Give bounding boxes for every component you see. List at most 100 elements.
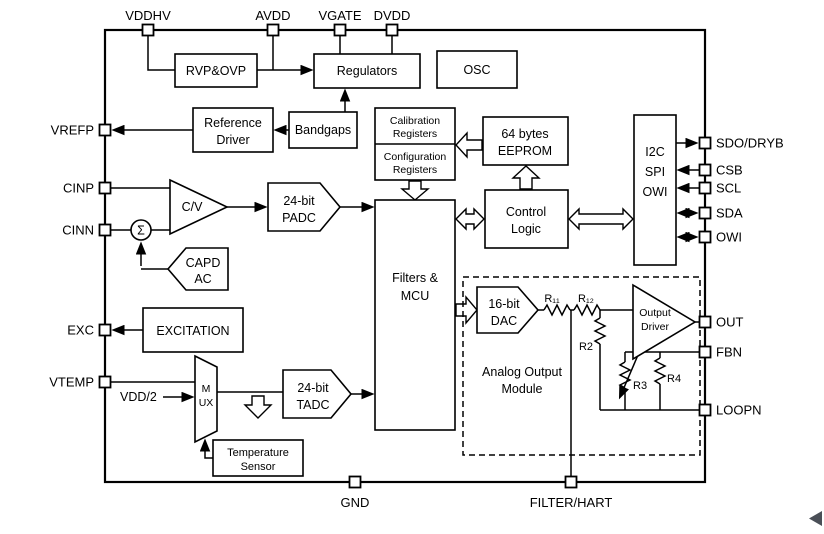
resistor-r3 xyxy=(618,361,632,389)
mux-label-2: UX xyxy=(199,397,214,409)
blocks: RVP&OVP Regulators OSC Reference Driver … xyxy=(120,50,697,477)
pin-label-vrefp: VREFP xyxy=(51,123,94,138)
pin-label-fbn: FBN xyxy=(716,345,742,360)
pin-loopn xyxy=(698,403,712,417)
resistors xyxy=(543,303,667,389)
resistor-r2 xyxy=(593,317,607,345)
bus-arrow-control-to-eeprom xyxy=(511,165,541,190)
resistor-r2-label: R2 xyxy=(579,341,593,353)
configuration-registers-label-1: Configuration xyxy=(384,151,447,163)
analog-output-module-box xyxy=(462,276,701,456)
pin-label-avdd: AVDD xyxy=(255,8,290,23)
resistor-r11 xyxy=(543,303,571,317)
bus-arrow-eeprom-to-registers xyxy=(455,131,483,159)
interface-block xyxy=(633,114,677,266)
output-driver-block xyxy=(632,283,697,361)
cv-amp-label: C/V xyxy=(182,200,204,214)
pin-sda xyxy=(698,206,712,220)
bandgaps-label: Bandgaps xyxy=(295,123,351,137)
pin-label-cinn: CINN xyxy=(62,223,94,238)
pin-out xyxy=(698,315,712,329)
padc-label-2: PADC xyxy=(282,211,316,225)
calibration-registers-label-1: Calibration xyxy=(390,115,440,127)
pin-label-cinp: CINP xyxy=(63,181,94,196)
regulators-block xyxy=(313,53,421,89)
pin-label-out: OUT xyxy=(716,315,744,330)
pin-label-loopn: LOOPN xyxy=(716,403,762,418)
pin-cinn xyxy=(98,223,112,237)
pin-gnd xyxy=(348,475,362,489)
analog-output-module-label-1: Analog Output xyxy=(482,365,562,379)
vdd-half-label: VDD/2 xyxy=(120,390,157,404)
filters-mcu-label-1: Filters & xyxy=(392,271,439,285)
scroll-left-icon[interactable] xyxy=(809,511,822,526)
pin-exc xyxy=(98,323,112,337)
pin-label-owi: OWI xyxy=(716,230,742,245)
pin-label-dvdd: DVDD xyxy=(374,8,411,23)
mux-label-1: M xyxy=(202,383,211,395)
calibration-registers-label-2: Registers xyxy=(393,128,437,140)
resistor-r3-label: R3 xyxy=(633,380,647,392)
filters-mcu-block xyxy=(374,199,456,431)
tadc-block xyxy=(282,369,353,419)
resistor-r4-label: R4 xyxy=(667,373,681,385)
dac-block xyxy=(476,286,540,334)
reference-driver-label-1: Reference xyxy=(204,116,262,130)
interface-label-spi: SPI xyxy=(645,165,665,179)
pin-vddhv xyxy=(141,23,155,37)
bus-arrow-mcu-control xyxy=(455,207,485,231)
pin-vgate xyxy=(333,23,347,37)
pin-sdo-dryb xyxy=(698,136,712,150)
pin-labels: VDDHV AVDD VGATE DVDD VREFP CINP CINN EX… xyxy=(49,8,783,510)
eeprom-label-2: EEPROM xyxy=(498,144,552,158)
pin-label-vgate: VGATE xyxy=(318,8,361,23)
pin-label-filter-hart: FILTER/HART xyxy=(530,495,613,510)
sigma-label: Σ xyxy=(137,224,145,238)
arrow-wires xyxy=(111,64,699,459)
pin-label-gnd: GND xyxy=(341,495,370,510)
rvp-ovp-block xyxy=(174,53,258,88)
eeprom-block xyxy=(482,116,569,166)
cv-amp-block xyxy=(169,178,229,236)
control-logic-label-1: Control xyxy=(506,205,546,219)
rvp-ovp-label: RVP&OVP xyxy=(186,64,246,78)
osc-block xyxy=(436,50,518,89)
reference-driver-label-2: Driver xyxy=(216,133,249,147)
pin-vtemp xyxy=(98,375,112,389)
bandgaps-block xyxy=(288,111,358,149)
pin-filter-hart xyxy=(564,475,578,489)
pin-avdd xyxy=(266,23,280,37)
pin-vrefp xyxy=(98,123,112,137)
control-logic-block xyxy=(484,189,569,249)
output-driver-label-1: Output xyxy=(639,307,671,319)
resistor-r11-label: R₁₁ xyxy=(544,293,560,305)
pin-fbn xyxy=(698,345,712,359)
sample-arrow-icon xyxy=(243,395,273,419)
output-driver-label-2: Driver xyxy=(641,321,670,333)
wires xyxy=(110,35,700,477)
dac-label-1: 16-bit xyxy=(488,297,520,311)
pin-label-vtemp: VTEMP xyxy=(49,375,94,390)
bus-arrows xyxy=(243,131,634,419)
pin-label-exc: EXC xyxy=(67,323,94,338)
interface-label-i2c: I2C xyxy=(645,145,664,159)
tadc-label-1: 24-bit xyxy=(297,381,329,395)
tadc-label-2: TADC xyxy=(296,398,329,412)
pin-label-csb: CSB xyxy=(716,163,743,178)
temperature-sensor-block xyxy=(212,439,304,477)
regulators-label: Regulators xyxy=(337,64,397,78)
pin-label-vddhv: VDDHV xyxy=(125,8,171,23)
eeprom-label-1: 64 bytes xyxy=(501,127,548,141)
pin-owi xyxy=(698,230,712,244)
pin-dvdd xyxy=(385,23,399,37)
mux-block xyxy=(194,354,218,444)
configuration-registers-label-2: Registers xyxy=(393,164,437,176)
pin-csb xyxy=(698,163,712,177)
capd-ac-label-1: CAPD xyxy=(186,256,221,270)
pin-cinp xyxy=(98,181,112,195)
reference-driver-block xyxy=(192,107,274,153)
resistor-r12 xyxy=(573,303,601,317)
control-logic-label-2: Logic xyxy=(511,222,541,236)
excitation-block xyxy=(142,307,244,353)
